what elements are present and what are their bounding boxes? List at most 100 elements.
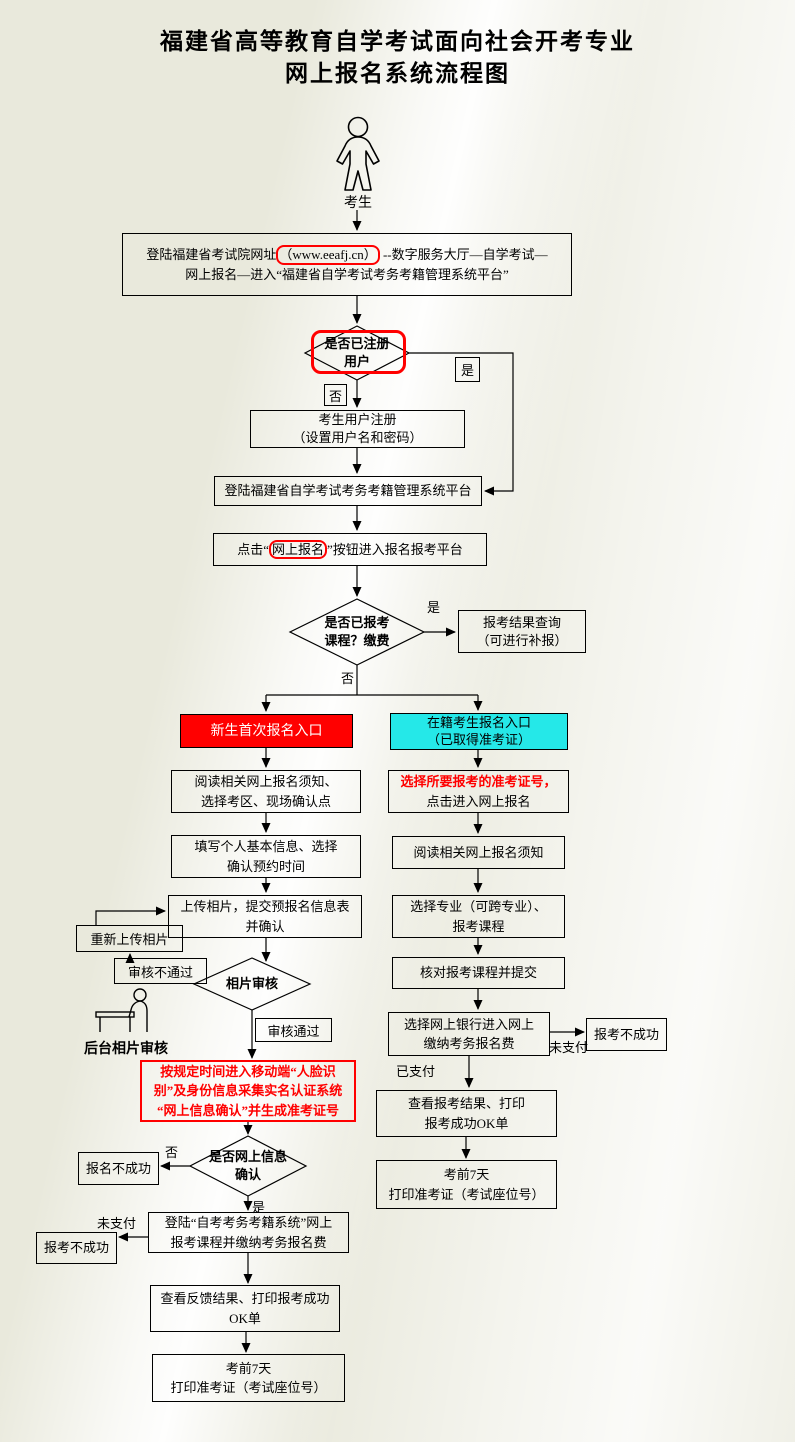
node-feedback-left: 查看反馈结果、打印报考成功 OK单 — [150, 1285, 340, 1332]
register-line1: 考生用户注册 — [318, 412, 397, 428]
label-no: 否 — [341, 671, 355, 686]
upload-photo-line1: 上传相片，提交预报名信息表 — [180, 899, 350, 914]
node-fail-register: 报名不成功 — [78, 1152, 159, 1185]
title-line1: 福建省高等教育自学考试面向社会开考专业 — [160, 29, 635, 54]
decision-online-confirm: 是否网上信息 确认 — [193, 1146, 303, 1186]
pay-left-line2: 报考课程并缴纳考务报名费 — [170, 1234, 327, 1250]
label-review-pass: 审核通过 — [255, 1018, 332, 1042]
node-print-ticket-right: 考前7天 打印准考证（考试座位号） — [376, 1160, 557, 1209]
label-review-fail: 审核不通过 — [114, 958, 207, 984]
login-platform-line1: 登陆福建省自学考试考务考籍管理系统平台 — [224, 483, 472, 499]
feedback-line1: 查看反馈结果、打印报考成功 — [160, 1291, 330, 1306]
fill-info-line1: 填写个人基本信息、选择 — [194, 839, 338, 854]
fail-register-line1: 报名不成功 — [85, 1160, 151, 1176]
face-auth-line1: 按规定时间进入移动端“人脸识 — [160, 1063, 336, 1079]
click-text-post: ”按钮进入报名报考平台 — [327, 541, 463, 557]
url-highlight: （www.eeafj.cn） — [276, 244, 380, 265]
upload-photo-line2: 并确认 — [245, 918, 285, 934]
face-auth-line2: 别”及身份信息采集实名认证系统 — [153, 1083, 343, 1099]
node-new-student-entry: 新生首次报名入口 — [180, 714, 353, 748]
label-yes: 是 — [427, 600, 441, 615]
print-ticket-left-line1: 考前7天 — [225, 1360, 272, 1376]
face-auth-line3: “网上信息确认”并生成准考证号 — [156, 1102, 339, 1118]
label-unpaid: 未支付 — [549, 1040, 589, 1055]
result-query-line1: 报考结果查询 — [482, 614, 561, 630]
label-paid: 已支付 — [396, 1064, 436, 1079]
node-fill-info: 填写个人基本信息、选择 确认预约时间 — [171, 835, 361, 878]
choose-major-line1: 选择专业（可跨专业）、 — [410, 899, 547, 914]
pay-online-line2: 缴纳考务报名费 — [423, 1036, 515, 1051]
node-view-result-right: 查看报考结果、打印 报考成功OK单 — [376, 1090, 557, 1137]
fill-info-line2: 确认预约时间 — [226, 858, 305, 874]
login-line1: 登陆福建省考试院网址（www.eeafj.cn） --数字服务大厅—自学考试— — [146, 244, 548, 265]
read-notice-left-line2: 选择考区、现场确认点 — [200, 793, 331, 809]
result-query-line2: （可进行补报） — [476, 632, 568, 648]
pay-online-line1: 选择网上银行进入网上 — [403, 1016, 534, 1032]
print-ticket-right-line2: 打印准考证（考试座位号） — [388, 1186, 545, 1202]
node-click-online-register: 点击“网上报名”按钮进入报名报考平台 — [213, 533, 487, 566]
node-pay-courses-left: 登陆“自考考务考籍系统”网上 报考课程并缴纳考务报名费 — [148, 1212, 349, 1253]
node-verify-courses: 核对报考课程并提交 — [392, 957, 565, 989]
decision-registered: 是否已注册 用户 — [303, 331, 411, 375]
actor-label: 考生 — [344, 196, 372, 211]
examinee-icon — [336, 116, 380, 191]
read-notice-right-line1: 阅读相关网上报名须知 — [413, 844, 544, 860]
node-reupload-photo: 重新上传相片 — [76, 925, 183, 952]
label-no: 否 — [165, 1145, 179, 1160]
online-register-highlight: 网上报名 — [268, 539, 327, 560]
node-pay-online-right: 选择网上银行进入网上 缴纳考务报名费 — [388, 1012, 550, 1056]
reviewer-desk-icon — [95, 988, 148, 1032]
node-read-notice-left: 阅读相关网上报名须知、 选择考区、现场确认点 — [171, 770, 361, 813]
node-result-query: 报考结果查询 （可进行补报） — [458, 610, 586, 653]
node-choose-major: 选择专业（可跨专业）、 报考课程 — [392, 895, 565, 938]
decision-enrolled-line2: 课程？缴费 — [324, 633, 390, 648]
login-line2: 网上报名—进入“福建省自学考试考务考籍管理系统平台” — [185, 266, 509, 282]
node-face-auth: 按规定时间进入移动端“人脸识 别”及身份信息采集实名认证系统 “网上信息确认”并… — [140, 1060, 356, 1122]
pay-left-line1: 登陆“自考考务考籍系统”网上 — [164, 1215, 333, 1230]
register-line2: （设置用户名和密码） — [292, 430, 423, 445]
decision-enrolled: 是否已报考 课程？缴费 — [295, 609, 419, 655]
online-confirm-line1: 是否网上信息 — [208, 1149, 287, 1165]
page-title: 福建省高等教育自学考试面向社会开考专业 网上报名系统流程图 — [0, 26, 795, 90]
label-yes-box: 是 — [455, 357, 480, 382]
new-entry-line1: 新生首次报名入口 — [210, 723, 323, 739]
view-result-line1: 查看报考结果、打印 — [407, 1096, 525, 1111]
read-notice-left-line1: 阅读相关网上报名须知、 — [194, 774, 338, 789]
node-login-website: 登陆福建省考试院网址（www.eeafj.cn） --数字服务大厅—自学考试— … — [122, 233, 572, 296]
login-text-pre: 登陆福建省考试院网址 — [146, 246, 277, 262]
node-register-account: 考生用户注册 （设置用户名和密码） — [250, 410, 465, 448]
photo-review-label: 相片审核 — [225, 976, 278, 992]
node-login-platform: 登陆福建省自学考试考务考籍管理系统平台 — [214, 476, 482, 506]
node-read-notice-right: 阅读相关网上报名须知 — [392, 836, 565, 869]
label-unpaid: 未支付 — [97, 1216, 137, 1231]
node-fail-enroll-left: 报考不成功 — [36, 1232, 117, 1264]
node-existing-student-entry: 在籍考生报名入口 （已取得准考证） — [390, 713, 568, 750]
online-confirm-line2: 确认 — [234, 1167, 261, 1182]
choose-major-line2: 报考课程 — [452, 918, 505, 934]
node-upload-photo: 上传相片，提交预报名信息表 并确认 — [168, 895, 362, 938]
view-result-line2: 报考成功OK单 — [424, 1115, 509, 1131]
choose-ticket-line2: 点击进入网上报名 — [426, 793, 531, 809]
node-fail-enroll-right: 报考不成功 — [586, 1018, 667, 1051]
fail-enroll-left-line1: 报考不成功 — [43, 1240, 109, 1256]
click-register-line1: 点击“网上报名”按钮进入报名报考平台 — [237, 539, 463, 560]
old-entry-line1: 在籍考生报名入口 — [426, 714, 531, 730]
title-line2: 网上报名系统流程图 — [285, 61, 510, 86]
print-ticket-left-line2: 打印准考证（考试座位号） — [170, 1380, 327, 1395]
decision-registered-line1: 是否已注册 — [324, 336, 390, 352]
old-entry-line2: （已取得准考证） — [426, 731, 531, 747]
login-text-post: --数字服务大厅—自学考试— — [379, 246, 548, 262]
connector-line — [95, 906, 166, 925]
decision-registered-line2: 用户 — [343, 354, 370, 369]
label-no-box: 否 — [324, 384, 347, 406]
fail-enroll-right-line1: 报考不成功 — [593, 1026, 659, 1042]
choose-ticket-line1: 选择所要报考的准考证号， — [400, 774, 557, 789]
decision-enrolled-line1: 是否已报考 — [324, 615, 390, 631]
node-choose-ticket: 选择所要报考的准考证号， 点击进入网上报名 — [388, 770, 569, 813]
node-print-ticket-left: 考前7天 打印准考证（考试座位号） — [152, 1354, 345, 1402]
feedback-line2: OK单 — [229, 1310, 261, 1326]
print-ticket-right-line1: 考前7天 — [443, 1167, 490, 1182]
label-backend-review: 后台相片审核 — [84, 1042, 168, 1057]
click-text-pre: 点击“ — [237, 541, 269, 557]
